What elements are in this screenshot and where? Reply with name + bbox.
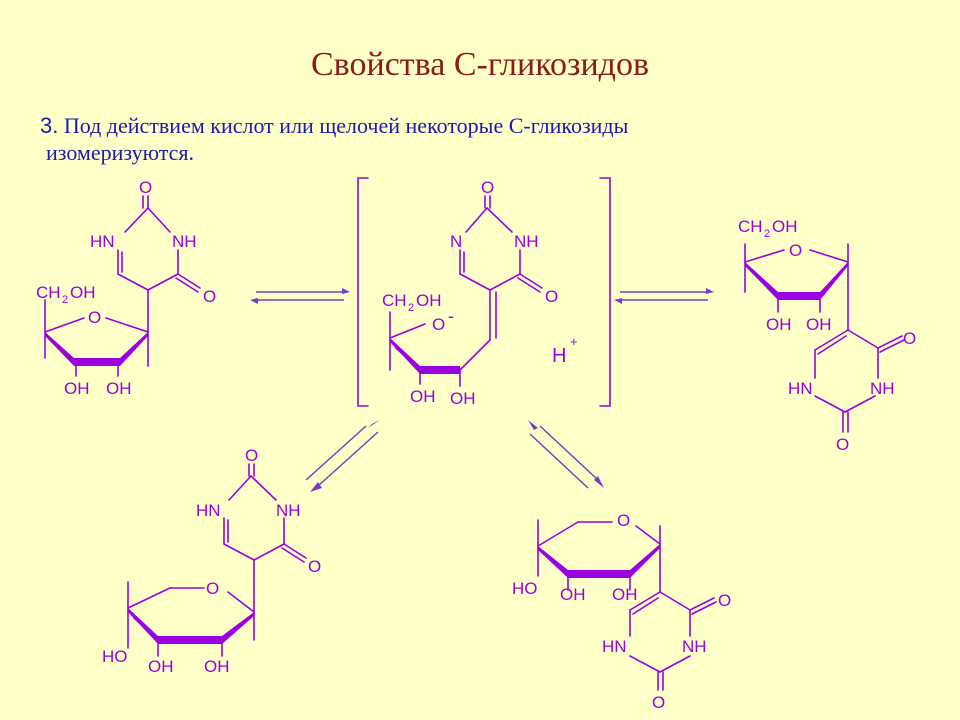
atom-label: HN (788, 379, 813, 398)
slide-title: Свойства С-гликозидов (311, 46, 649, 83)
atom-label: NH (870, 379, 895, 398)
atom-label: O (308, 557, 321, 576)
arrow-right-equilibrium (614, 288, 714, 304)
atom-label: HN (602, 637, 627, 656)
atom-label: O (432, 315, 445, 334)
arrow-bottom-right-equilibrium (528, 420, 604, 489)
atom-label: 2 (764, 228, 770, 240)
atom-label: O (206, 579, 219, 598)
atom-label: HO (512, 579, 538, 598)
atom-label: O (245, 446, 258, 465)
atom-label: OH (450, 389, 476, 408)
equilibrium-arrows (250, 288, 714, 492)
atom-label: OH (148, 657, 174, 676)
atom-label: O (481, 178, 494, 197)
atom-label: O (836, 435, 849, 454)
atom-label: 2 (408, 302, 414, 314)
point-text: 3. Под действием кислот или щелочей неко… (40, 112, 920, 166)
charge-label: + (570, 334, 578, 349)
bold-bonds (45, 262, 848, 644)
point-number: 3. (40, 113, 59, 138)
atom-label: OH (772, 217, 798, 236)
atom-label: OH (806, 315, 832, 334)
structure-pyranose-bottom-left (127, 463, 307, 657)
atom-label: O (903, 329, 916, 348)
atom-label: O (545, 287, 558, 306)
point-text-line2: изомеризуются. (46, 140, 195, 165)
structure-furanose-top-left (44, 195, 201, 377)
atom-label: 2 (62, 294, 68, 306)
atom-label: O (617, 511, 630, 530)
atom-label: NH (172, 232, 197, 251)
atom-label: NH (682, 637, 707, 656)
atom-label: OH (560, 585, 586, 604)
atom-label: OH (204, 657, 230, 676)
atom-label: CH (36, 283, 61, 302)
atom-label: OH (766, 315, 792, 334)
atom-label: HO (102, 647, 128, 666)
atom-label: HN (196, 501, 221, 520)
atom-label: NH (276, 501, 301, 520)
atom-label: O (718, 591, 731, 610)
atom-label: O (652, 693, 665, 712)
proton-label: H (552, 345, 566, 367)
structure-intermediate (357, 177, 611, 407)
atom-label: HN (90, 232, 115, 251)
atom-label: O (88, 308, 101, 327)
charge-label: - (448, 306, 454, 326)
atom-label: O (789, 241, 802, 260)
atom-label: OH (612, 585, 638, 604)
atom-label: OH (416, 291, 442, 310)
atom-label: OH (410, 387, 436, 406)
atom-label: NH (514, 232, 539, 251)
arrow-left-equilibrium (250, 288, 350, 304)
atom-label: CH (382, 291, 407, 310)
atom-label: O (139, 178, 152, 197)
atom-label: CH (738, 217, 763, 236)
atom-label: OH (64, 379, 90, 398)
arrow-bottom-left-equilibrium (305, 420, 380, 492)
atom-label: N (450, 232, 462, 251)
atom-label: OH (106, 379, 132, 398)
structure-pyranose-bottom-right (537, 519, 717, 691)
atom-label: O (203, 287, 216, 306)
point-text-line1: Под действием кислот или щелочей некотор… (63, 113, 629, 138)
atom-label: OH (70, 283, 96, 302)
structure-furanose-top-right (744, 243, 905, 433)
